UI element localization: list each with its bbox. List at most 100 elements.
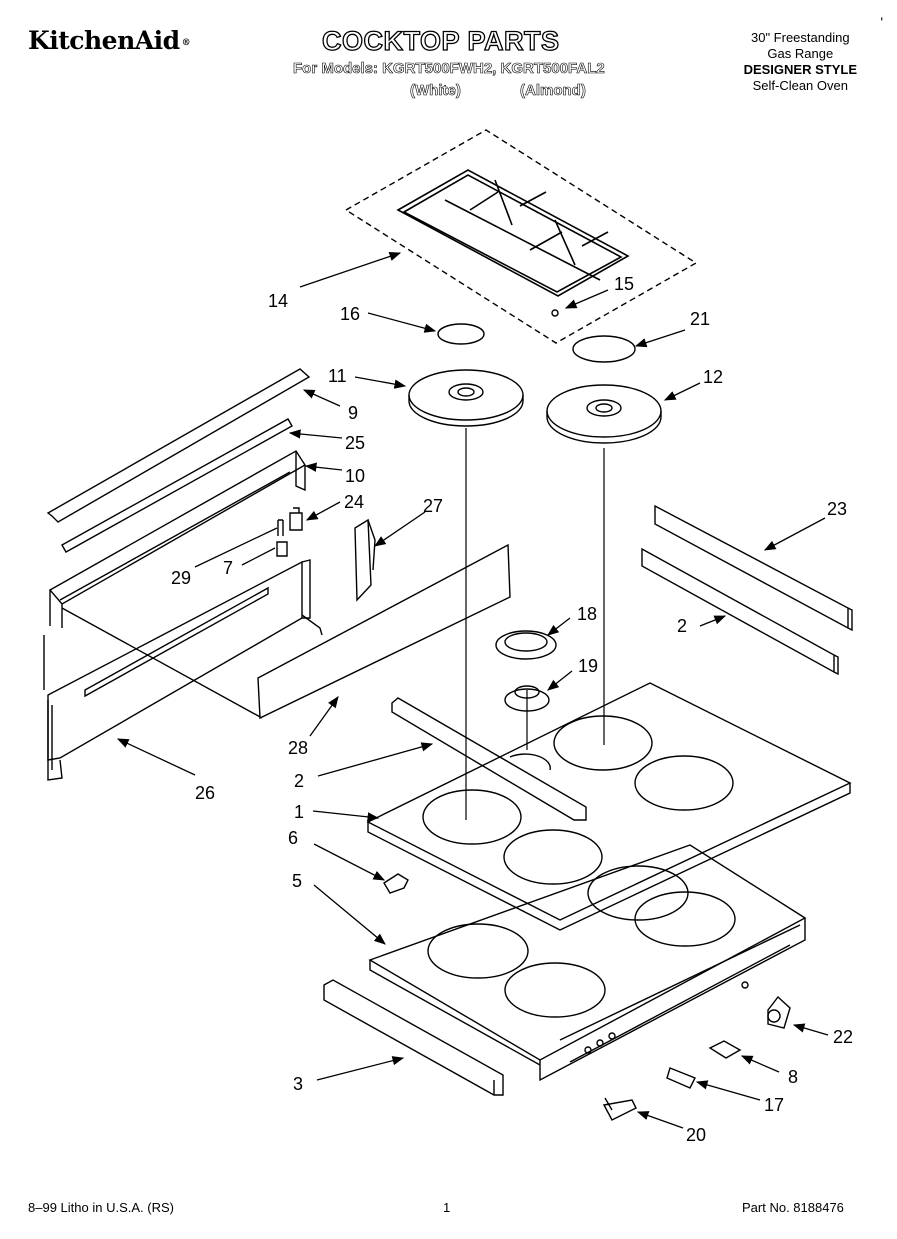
range-size: 30" Freestanding — [751, 30, 850, 45]
callout-17: 17 — [764, 1095, 784, 1115]
strip-23 — [654, 504, 853, 632]
burner-bowl-right — [546, 384, 662, 444]
model-variants: (White) (Almond) — [410, 82, 586, 100]
page-title: COCKTOP PARTS — [321, 25, 560, 56]
callout-9: 9 — [348, 403, 358, 423]
callout-1: 1 — [294, 802, 304, 822]
leader-17 — [695, 1080, 761, 1101]
leader-12 — [663, 382, 701, 401]
leader-25 — [288, 429, 343, 439]
leader-22 — [792, 1023, 829, 1036]
burner-cap-right — [572, 335, 636, 363]
leader-23 — [763, 517, 826, 551]
callout-26: 26 — [195, 783, 215, 803]
leader-6 — [313, 843, 386, 881]
burner-cap-left — [437, 323, 485, 345]
leader-20 — [636, 1111, 684, 1129]
strip-2-right — [641, 547, 839, 676]
leader-9 — [302, 389, 341, 407]
callout-23: 23 — [827, 499, 847, 519]
grate-foot — [551, 309, 559, 317]
callout-22: 22 — [833, 1027, 853, 1047]
leader-18 — [547, 617, 571, 636]
registered-mark: ® — [181, 37, 191, 48]
leader-21 — [634, 329, 686, 348]
callout-3: 3 — [293, 1074, 303, 1094]
valve-22 — [767, 995, 791, 1029]
range-info: 30" Freestanding Gas Range DESIGNER STYL… — [744, 30, 857, 94]
burner-bowl-left — [408, 369, 524, 427]
trim-strip-28 — [257, 543, 511, 720]
callout-12: 12 — [703, 367, 723, 387]
burner-grate — [396, 169, 630, 297]
igniter-17 — [666, 1067, 696, 1089]
cooktop-1 — [366, 682, 852, 931]
callout-7: 7 — [223, 558, 233, 578]
page-number: 1 — [443, 1200, 451, 1215]
callout-2-right: 2 — [677, 616, 687, 636]
callout-29: 29 — [171, 568, 191, 588]
leader-7 — [241, 547, 276, 566]
strip-2-center — [391, 697, 587, 821]
variant-almond: (Almond) — [520, 82, 586, 100]
brand-name: KitchenAid — [28, 26, 180, 55]
grate-assembly-outline — [344, 129, 698, 344]
callout-16: 16 — [340, 304, 360, 324]
leader-28 — [309, 696, 339, 737]
footer-litho: 8–99 Litho in U.S.A. (RS) — [28, 1200, 174, 1215]
models-line: For Models: KGRT500FWH2, KGRT500FAL2 — [293, 60, 605, 78]
part-number: Part No. 8188476 — [742, 1200, 844, 1215]
spring-29 — [277, 519, 284, 536]
side-trim-9 — [46, 368, 311, 523]
callout-24: 24 — [344, 492, 364, 512]
range-style: DESIGNER STYLE — [743, 62, 857, 77]
leader-11 — [354, 376, 407, 389]
callout-5: 5 — [292, 871, 302, 891]
leader-29 — [194, 527, 278, 568]
callout-25: 25 — [345, 433, 365, 453]
callout-6: 6 — [288, 828, 298, 848]
leader-24 — [305, 501, 341, 521]
callout-28: 28 — [288, 738, 308, 758]
callout-2-center: 2 — [294, 771, 304, 791]
burner-base-19 — [504, 685, 550, 712]
corner-tick: ' — [880, 14, 883, 30]
burner-head-18 — [495, 630, 557, 660]
callout-14: 14 — [268, 291, 288, 311]
leader-15 — [564, 289, 609, 309]
leader-5 — [313, 884, 386, 945]
clip-6 — [383, 873, 409, 894]
callout-15: 15 — [614, 274, 634, 294]
leader-19 — [547, 670, 573, 691]
brand-logo: KitchenAid® — [28, 26, 191, 55]
leader-27 — [374, 511, 426, 547]
leader-2-right — [699, 615, 727, 627]
burner-box-5 — [368, 844, 807, 1082]
callout-11: 11 — [328, 366, 347, 386]
leader-1 — [312, 810, 380, 822]
front-trim-3 — [323, 979, 504, 1096]
callout-20: 20 — [686, 1125, 706, 1145]
leader-3 — [316, 1056, 405, 1081]
leader-26 — [116, 738, 196, 776]
callout-27: 27 — [423, 496, 443, 516]
variant-white: (White) — [410, 82, 461, 100]
bracket-20 — [602, 1097, 637, 1121]
leader-8 — [740, 1055, 780, 1073]
leader-14 — [299, 251, 402, 288]
callout-18: 18 — [577, 604, 597, 624]
pin-7 — [276, 541, 288, 557]
callout-19: 19 — [578, 656, 598, 676]
callout-21: 21 — [690, 309, 710, 329]
callout-10: 10 — [345, 466, 365, 486]
panel-26 — [43, 559, 323, 781]
range-fuel: Gas Range — [767, 46, 834, 61]
leader-16 — [367, 312, 437, 333]
clip-24 — [289, 507, 303, 531]
bracket-27 — [354, 518, 376, 602]
range-oven: Self-Clean Oven — [752, 78, 848, 93]
switch-8 — [708, 1040, 742, 1059]
callout-8: 8 — [788, 1067, 798, 1087]
leader-2-center — [317, 742, 434, 777]
